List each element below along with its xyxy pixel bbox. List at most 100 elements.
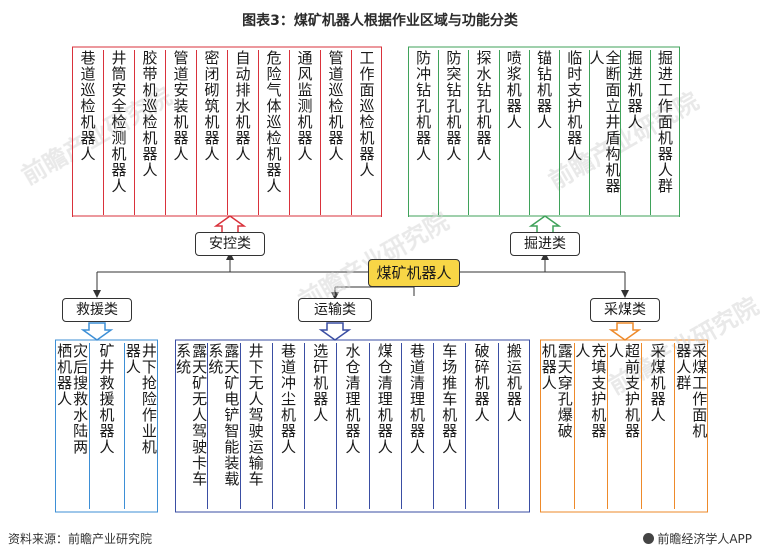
column-divider xyxy=(289,50,290,215)
robot-label: 器人群 xyxy=(674,343,693,391)
robot-item: 车场推车机器人 xyxy=(433,343,465,509)
robot-item: 井筒安全检测机器人 xyxy=(103,50,134,215)
mining-robot-group xyxy=(540,340,708,512)
robot-label: 露天矿电铲智能装载 xyxy=(222,343,241,487)
column-divider xyxy=(497,343,499,509)
column-divider xyxy=(227,50,228,215)
robot-label: 超前支护机器 xyxy=(622,343,641,439)
robot-label: 探水钻孔机器人 xyxy=(474,50,493,162)
category-mining: 采煤类 xyxy=(590,298,660,322)
column-divider xyxy=(468,50,470,215)
robot-label: 机器人 xyxy=(539,343,558,391)
column-divider xyxy=(351,50,352,215)
tunneling-robot-list: 防冲钻孔机器人防突钻孔机器人探水钻孔机器人喷浆机器人锚钻机器人临时支护机器人全断… xyxy=(408,50,680,215)
robot-label: 搬运机器人 xyxy=(504,343,523,423)
column-divider xyxy=(573,343,575,509)
robot-item: 防冲钻孔机器人 xyxy=(408,50,438,215)
robot-label: 煤仓清理机器人 xyxy=(375,343,394,455)
robot-label: 井下无人驾驶运输车 xyxy=(246,343,265,487)
robot-item: 露天矿电铲智能装载系统 xyxy=(206,343,241,509)
robot-label: 选矸机器人 xyxy=(311,343,330,423)
robot-label: 系统 xyxy=(206,343,225,375)
robot-label: 掘进机器人 xyxy=(625,50,644,130)
robot-label: 锚钻机器人 xyxy=(534,50,553,130)
column-divider xyxy=(165,50,166,215)
column-divider xyxy=(320,50,321,215)
robot-label: 通风监测机器人 xyxy=(295,50,314,162)
robot-label: 井下抢险作业机 xyxy=(139,343,158,455)
column-divider xyxy=(304,343,306,509)
column-divider xyxy=(438,50,440,215)
robot-item: 管道巡检机器人 xyxy=(320,50,351,215)
brand-label: 前瞻经济学人APP xyxy=(657,532,752,546)
robot-item: 锚钻机器人 xyxy=(529,50,559,215)
robot-label: 矿井救援机器人 xyxy=(97,343,116,455)
column-divider xyxy=(196,50,197,215)
robot-item: 矿井救援机器人 xyxy=(89,343,123,509)
column-divider xyxy=(640,343,642,509)
robot-label: 井筒安全检测机器人 xyxy=(109,50,128,194)
robot-item: 巷道清理机器人 xyxy=(401,343,433,509)
robot-item: 全断面立井盾构机器人 xyxy=(587,50,621,215)
robot-item: 通风监测机器人 xyxy=(289,50,320,215)
robot-item: 探水钻孔机器人 xyxy=(468,50,498,215)
column-divider xyxy=(465,343,467,509)
robot-label: 栖机器人 xyxy=(55,343,74,407)
robot-item: 临时支护机器人 xyxy=(559,50,589,215)
robot-item: 露天矿无人驾驶卡车系统 xyxy=(174,343,209,509)
robot-item: 自动排水机器人 xyxy=(227,50,258,215)
robot-item: 搬运机器人 xyxy=(498,343,530,509)
robot-label: 人 xyxy=(573,343,592,359)
column-divider xyxy=(239,343,241,509)
tunneling-robot-group xyxy=(408,47,680,217)
robot-item: 危险气体巡检机器人 xyxy=(258,50,289,215)
robot-label: 管道安装机器人 xyxy=(171,50,190,162)
robot-label: 采煤工作面机 xyxy=(690,343,709,439)
robot-label: 露天矿无人驾驶卡车 xyxy=(190,343,209,487)
category-rescue: 救援类 xyxy=(62,298,132,322)
robot-item: 露天穿孔爆破机器人 xyxy=(540,343,574,509)
robot-label: 灾后搜救水陆两 xyxy=(71,343,90,455)
robot-label: 巷道冲尘机器人 xyxy=(278,343,297,455)
source-note: 资料来源：前瞻产业研究院 xyxy=(8,532,153,546)
robot-label: 巷道清理机器人 xyxy=(408,343,427,455)
robot-item: 管道安装机器人 xyxy=(165,50,196,215)
root-node: 煤矿机器人 xyxy=(368,259,460,287)
robot-label: 人 xyxy=(606,343,625,359)
robot-label: 防冲钻孔机器人 xyxy=(414,50,433,162)
robot-item: 煤仓清理机器人 xyxy=(369,343,401,509)
robot-item: 井下无人驾驶运输车 xyxy=(240,343,272,509)
robot-label: 掘进工作面机器人群 xyxy=(655,50,674,194)
robot-item: 破碎机器人 xyxy=(465,343,497,509)
robot-label: 工作面巡检机器人 xyxy=(357,50,376,178)
robot-item: 采煤工作面机器人群 xyxy=(674,343,708,509)
column-divider xyxy=(649,50,651,215)
robot-item: 掘进机器人 xyxy=(620,50,650,215)
column-divider xyxy=(123,343,125,509)
column-divider xyxy=(103,50,104,215)
column-divider xyxy=(674,343,676,509)
column-divider xyxy=(207,343,209,509)
robot-item: 喷浆机器人 xyxy=(499,50,529,215)
robot-item: 掘进工作面机器人群 xyxy=(650,50,680,215)
column-divider xyxy=(134,50,135,215)
brand-note: 前瞻经济学人APP xyxy=(643,530,752,547)
category-tunneling: 掘进类 xyxy=(510,232,580,256)
robot-label: 危险气体巡检机器人 xyxy=(264,50,283,194)
robot-item: 井下抢险作业机器人 xyxy=(124,343,158,509)
mining-robot-list: 露天穿孔爆破机器人充填支护机器人超前支护机器人采煤机器人采煤工作面机器人群 xyxy=(540,343,708,509)
robot-item: 灾后搜救水陆两栖机器人 xyxy=(55,343,89,509)
column-divider xyxy=(528,50,530,215)
column-divider xyxy=(336,343,338,509)
robot-label: 破碎机器人 xyxy=(472,343,491,423)
robot-label: 管道巡检机器人 xyxy=(326,50,345,162)
robot-label: 胶带机巡检机器人 xyxy=(140,50,159,178)
column-divider xyxy=(89,343,91,509)
transport-robot-group xyxy=(175,340,530,512)
robot-label: 巷道巡检机器人 xyxy=(78,50,97,162)
robot-label: 露天穿孔爆破 xyxy=(555,343,574,439)
robot-item: 水仓清理机器人 xyxy=(336,343,368,509)
robot-label: 自动排水机器人 xyxy=(233,50,252,162)
robot-item: 超前支护机器人 xyxy=(607,343,641,509)
safety-robot-list: 巷道巡检机器人井筒安全检测机器人胶带机巡检机器人管道安装机器人密闭砌筑机器人自动… xyxy=(72,50,382,215)
